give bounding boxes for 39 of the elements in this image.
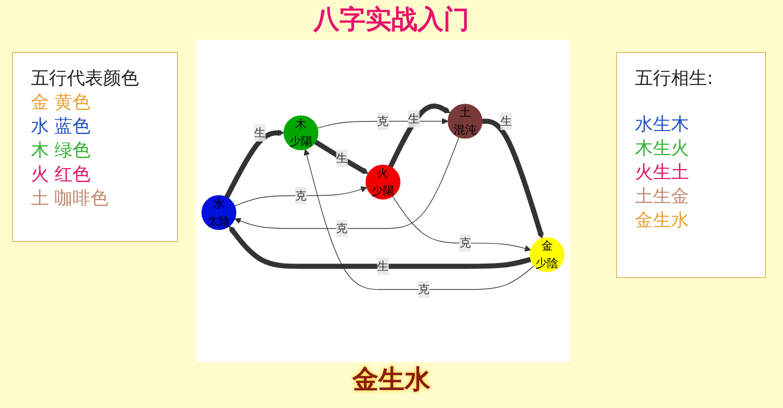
edge-label: 生 — [254, 126, 266, 140]
edge-label: 克 — [295, 188, 307, 202]
list-item: 火生土 — [635, 161, 690, 185]
arrow — [392, 196, 531, 252]
node-circle: 水 太陰 — [201, 195, 236, 230]
arrow — [228, 226, 532, 269]
edge-label: 生 — [500, 114, 512, 128]
arrow — [224, 130, 284, 199]
node-circle: 木 少陽 — [284, 115, 318, 150]
caption: 金生水 — [352, 365, 430, 395]
arrow — [304, 149, 534, 290]
list-item: 木生火 — [635, 137, 690, 161]
edge-label: 克 — [336, 221, 348, 236]
list-item: 土生金 — [635, 185, 690, 209]
list-heading: 五行相生: — [635, 67, 714, 91]
arrow — [234, 186, 368, 206]
list-item: 水生木 — [635, 113, 690, 137]
edge-label: 生 — [377, 259, 389, 273]
legend-item: 火 红色 — [31, 163, 92, 187]
legend-item: 金 黄色 — [31, 91, 92, 115]
title: 八字实战入门 — [314, 5, 470, 35]
arrow — [317, 118, 448, 129]
node-circle: 金 少陰 — [530, 237, 565, 272]
node-circle: 火 少陽 — [366, 164, 400, 200]
edge-label: 生 — [408, 112, 420, 126]
arrow — [388, 104, 450, 168]
legend-item: 木 绿色 — [31, 139, 92, 163]
list-item: 金生水 — [635, 209, 690, 233]
legend-item: 水 蓝色 — [31, 115, 92, 139]
arrow — [234, 136, 460, 229]
node-circle: 土 混沌 — [448, 104, 482, 139]
legend-item: 土 咖啡色 — [31, 187, 110, 211]
arrow — [314, 140, 368, 174]
edge-label: 克 — [418, 282, 430, 296]
edge-label: 克 — [459, 236, 471, 250]
legend-heading: 五行代表颜色 — [31, 67, 140, 91]
edge-label: 生 — [336, 151, 348, 165]
edge-label: 克 — [377, 114, 389, 128]
arrow — [482, 118, 544, 239]
